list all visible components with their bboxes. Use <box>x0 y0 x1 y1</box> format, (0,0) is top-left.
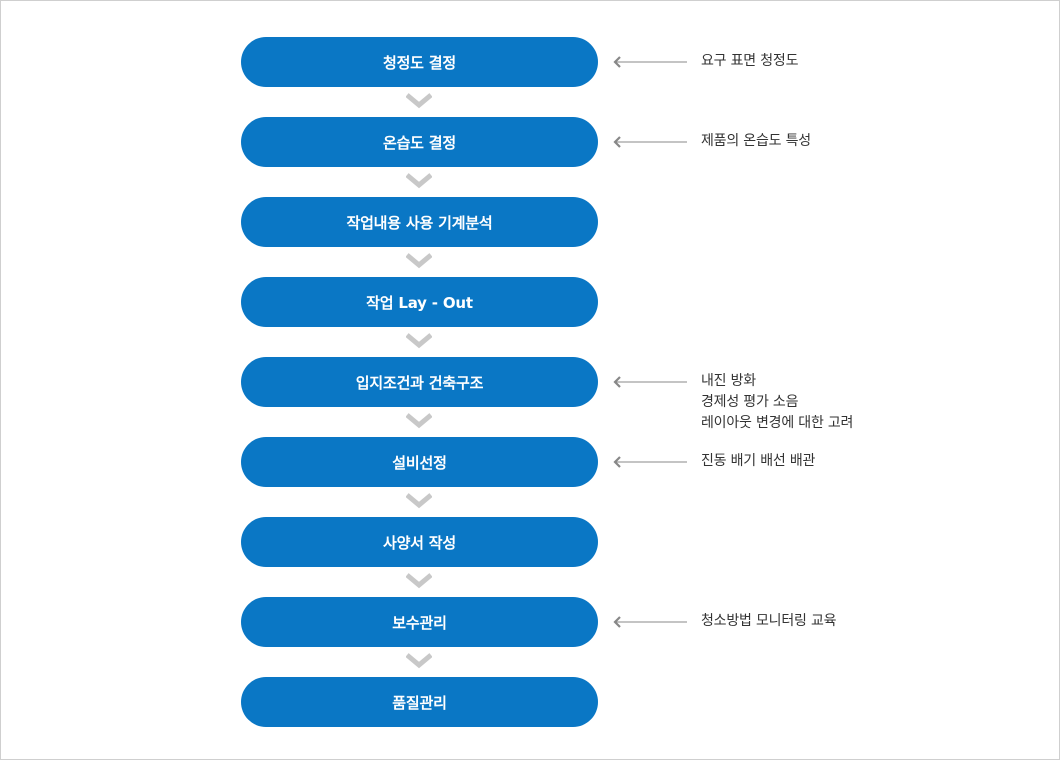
note-line: 제품의 온습도 특성 <box>701 133 811 149</box>
step-site-building-structure: 입지조건과 건축구조 <box>241 357 598 407</box>
chevron-down-icon <box>406 493 432 509</box>
chevron-down-icon <box>406 173 432 189</box>
step-equipment-selection: 설비선정 <box>241 437 598 487</box>
chevron-down-icon <box>406 93 432 109</box>
note-line: 진동 배기 배선 배관 <box>701 453 816 469</box>
note-line: 요구 표면 청정도 <box>701 53 799 69</box>
arrow-left-icon <box>613 456 687 468</box>
note-maintenance: 청소방법 모니터링 교육 <box>701 611 837 632</box>
note-line: 경제성 평가 소음 <box>701 394 799 410</box>
step-temperature-humidity-decision: 온습도 결정 <box>241 117 598 167</box>
note-site-building: 내진 방화 경제성 평가 소음 레이아웃 변경에 대한 고려 <box>701 371 853 434</box>
step-work-machine-analysis: 작업내용 사용 기계분석 <box>241 197 598 247</box>
chevron-down-icon <box>406 253 432 269</box>
chevron-down-icon <box>406 413 432 429</box>
step-cleanliness-decision: 청정도 결정 <box>241 37 598 87</box>
note-temperature-humidity: 제품의 온습도 특성 <box>701 131 811 152</box>
arrow-left-icon <box>613 616 687 628</box>
step-specification-writing: 사양서 작성 <box>241 517 598 567</box>
arrow-left-icon <box>613 136 687 148</box>
note-line: 레이아웃 변경에 대한 고려 <box>701 415 854 431</box>
step-work-layout: 작업 Lay - Out <box>241 277 598 327</box>
arrow-left-icon <box>613 56 687 68</box>
chevron-down-icon <box>406 653 432 669</box>
arrow-left-icon <box>613 376 687 388</box>
chevron-down-icon <box>406 573 432 589</box>
step-quality-management: 품질관리 <box>241 677 598 727</box>
step-maintenance: 보수관리 <box>241 597 598 647</box>
note-line: 청소방법 모니터링 교육 <box>701 613 837 629</box>
note-line: 내진 방화 <box>701 373 756 389</box>
note-cleanliness: 요구 표면 청정도 <box>701 51 798 72</box>
chevron-down-icon <box>406 333 432 349</box>
note-equipment: 진동 배기 배선 배관 <box>701 451 815 472</box>
